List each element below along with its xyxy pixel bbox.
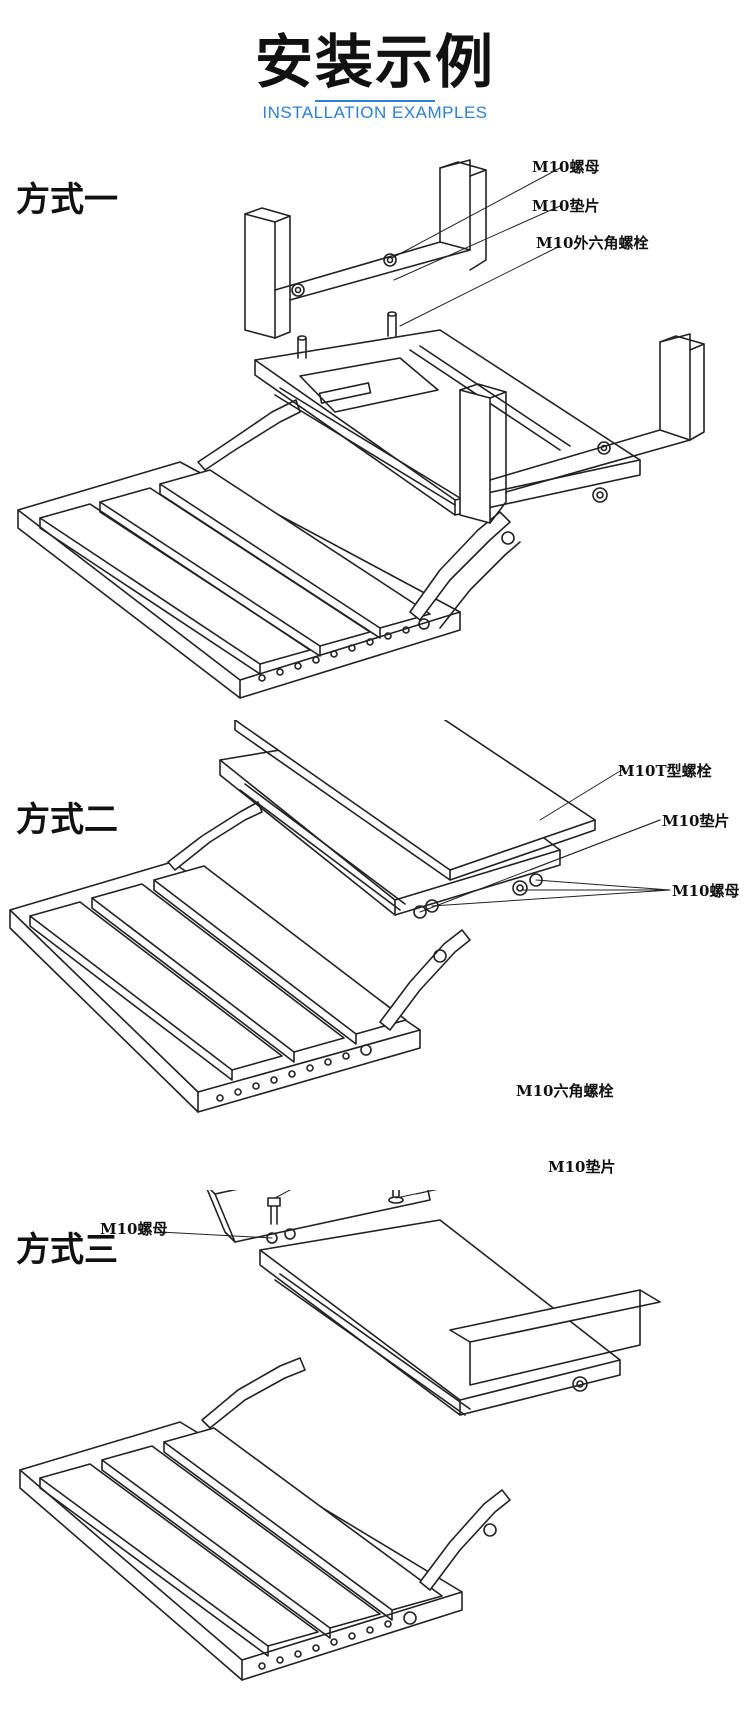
- method-3-washer-callout: M10垫片: [548, 1158, 616, 1176]
- linkage-arms: [197, 399, 521, 629]
- method-1-bolt-callout: M10外六角螺栓: [536, 234, 649, 252]
- angle-bracket-rear: [206, 1190, 431, 1243]
- bolts: [297, 311, 397, 359]
- step-tread: [9, 861, 421, 1113]
- u-frame-left: [244, 159, 487, 339]
- mounting-plate: [254, 329, 641, 545]
- page-subtitle: INSTALLATION EXAMPLES: [262, 103, 488, 122]
- mounting-plate: [259, 1219, 621, 1416]
- u-frame-right: [459, 333, 705, 524]
- page-header: 安装示例 INSTALLATION EXAMPLES: [0, 0, 750, 140]
- method-2-section: 方式二: [0, 720, 750, 1190]
- method-2-diagram: [9, 720, 671, 1113]
- method-1-label: 方式一: [16, 180, 118, 220]
- method-2-leaders: [419, 767, 671, 913]
- bolts: [266, 1190, 404, 1244]
- method-1-section: 方式一: [0, 150, 750, 710]
- linkage-arms: [201, 1357, 511, 1591]
- method-3-section: 方式三: [0, 1082, 750, 1729]
- method-1-leaders: [391, 167, 561, 327]
- method-3-diagram: [19, 1190, 661, 1681]
- page-title: 安装示例: [254, 28, 495, 96]
- method-2-washer-callout: M10垫片: [662, 812, 730, 830]
- method-2-label: 方式二: [16, 800, 118, 840]
- method-2-nut-callout: M10螺母: [672, 882, 740, 900]
- method-3-label: 方式三: [16, 1230, 118, 1270]
- step-tread: [19, 1421, 463, 1681]
- step-tread: [17, 461, 461, 699]
- method-3-bolt-callout: M10六角螺栓: [516, 1082, 614, 1100]
- method-3-leaders: [159, 1190, 438, 1239]
- mounting-panel: [234, 720, 596, 881]
- method-1-nut-callout: M10螺母: [532, 158, 600, 176]
- method-3-nut-callout: M10螺母: [100, 1220, 168, 1238]
- method-1-diagram: [17, 159, 705, 699]
- method-1-washer-callout: M10垫片: [532, 197, 600, 215]
- linkage-arms: [167, 801, 471, 1031]
- method-2-tbolt-callout: M10T型螺栓: [618, 762, 712, 780]
- angle-bracket-front: [449, 1289, 661, 1386]
- title-divider: [315, 100, 435, 102]
